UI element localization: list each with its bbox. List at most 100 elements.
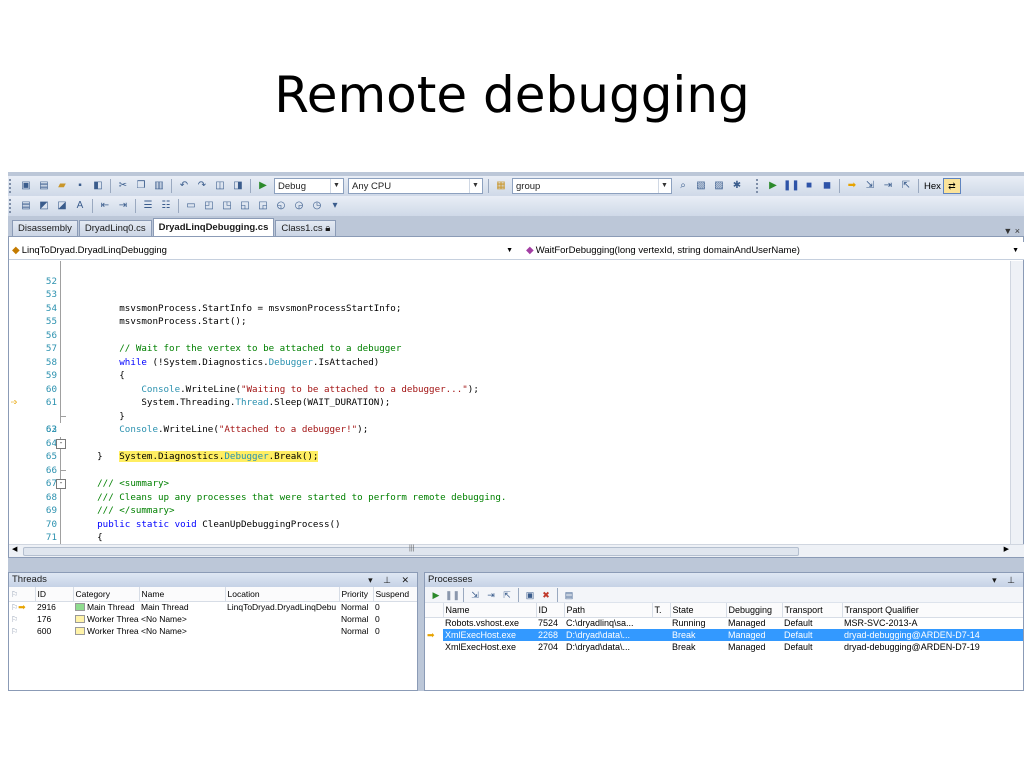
step-over-process-icon[interactable]: ⇥ — [487, 589, 495, 600]
parameter-info-icon[interactable]: ◩ — [39, 200, 49, 211]
column-header-id[interactable]: ID — [536, 603, 565, 618]
thread-flag-cell[interactable]: ⚐➡ — [9, 601, 35, 613]
detach-process-icon[interactable]: ✖ — [542, 589, 550, 600]
tab-dryadlinq0[interactable]: DryadLinq0.cs — [78, 220, 152, 236]
hexadecimal-display-button[interactable]: ⇄ — [942, 178, 961, 194]
process-row[interactable]: Robots.vshost.exe 7524 C:\dryadlinq\sa..… — [425, 617, 1023, 629]
uncomment-icon[interactable]: ☷ — [161, 200, 171, 211]
previous-bookmark-in-folder-icon[interactable]: ◱ — [240, 200, 250, 211]
toolbox-icon[interactable]: ✱ — [732, 180, 742, 191]
column-header-current[interactable] — [425, 603, 444, 618]
restart-icon[interactable]: ◼ — [822, 180, 832, 191]
toolbar-grip[interactable] — [9, 179, 14, 193]
save-icon[interactable]: ▪ — [78, 180, 82, 191]
step-out-icon[interactable]: ⇱ — [901, 180, 911, 191]
collapse-toggle[interactable] — [56, 477, 70, 491]
platform-combo[interactable]: Any CPU ▼ — [348, 178, 483, 194]
column-header-name[interactable]: Name — [139, 587, 226, 602]
properties-icon[interactable]: ▨ — [714, 180, 724, 191]
column-header-debugging[interactable]: Debugging — [726, 603, 783, 618]
comment-out-icon[interactable]: ☰ — [143, 200, 153, 211]
previous-bookmark-icon[interactable]: ◰ — [204, 200, 214, 211]
step-into-icon[interactable]: ⇲ — [865, 180, 875, 191]
step-out-process-icon[interactable]: ⇱ — [503, 589, 511, 600]
find-icon[interactable]: ⌕ — [680, 180, 686, 191]
break-process-icon[interactable]: ❚❚ — [445, 589, 461, 600]
step-into-process-icon[interactable]: ⇲ — [471, 589, 479, 600]
thread-row[interactable]: ⚐ 600 Worker Thread <No Name> Normal 0 — [9, 625, 417, 637]
column-header-title[interactable]: T. — [652, 603, 671, 618]
copy-icon[interactable]: ❐ — [136, 180, 146, 191]
undo-icon[interactable]: ↶ — [179, 180, 189, 191]
clear-bookmarks-icon[interactable]: ◷ — [312, 200, 322, 211]
navigate-backward-icon[interactable]: ◫ — [215, 180, 225, 191]
show-next-statement-icon[interactable]: ➡ — [847, 180, 857, 191]
redo-icon[interactable]: ↷ — [197, 180, 207, 191]
column-header-path[interactable]: Path — [564, 603, 653, 618]
type-combo[interactable]: ◆ LinqToDryad.DryadLinqDebugging ▼ — [9, 243, 517, 259]
active-files-dropdown[interactable]: ▼ × — [1003, 226, 1020, 236]
code-area[interactable]: 52 msvsmonProcess.StartInfo = msvsmonPro… — [9, 261, 1011, 544]
member-combo[interactable]: ◆ WaitForDebugging(long vertexId, string… — [523, 243, 1023, 259]
column-header-transport-qualifier[interactable]: Transport Qualifier — [842, 603, 1023, 618]
column-header-suspend[interactable]: Suspend — [373, 587, 417, 602]
collapse-toggle[interactable] — [56, 436, 70, 450]
toolbar-grip[interactable] — [9, 199, 14, 213]
editor-vertical-scrollbar[interactable] — [1010, 261, 1023, 544]
quick-info-icon[interactable]: ◪ — [57, 200, 67, 211]
continue-icon[interactable]: ▶ — [769, 180, 777, 191]
column-header-category[interactable]: Category — [73, 587, 140, 602]
add-item-icon[interactable]: ▤ — [39, 180, 49, 191]
scroll-left-icon[interactable]: ◀ — [12, 546, 18, 553]
terminate-process-icon[interactable]: ▤ — [564, 589, 574, 600]
column-header-flag[interactable]: ⚐ — [9, 587, 36, 602]
column-header-name[interactable]: Name — [443, 603, 537, 618]
window-buttons[interactable]: ▾ ⊥ — [992, 575, 1019, 585]
column-header-state[interactable]: State — [670, 603, 727, 618]
previous-bookmark-in-document-icon[interactable]: ◵ — [276, 200, 286, 211]
new-project-icon[interactable]: ▣ — [21, 180, 31, 191]
next-bookmark-in-folder-icon[interactable]: ◲ — [258, 200, 268, 211]
tab-class1[interactable]: Class1.cs 🔒︎ — [275, 220, 337, 236]
next-bookmark-in-document-icon[interactable]: ◶ — [294, 200, 304, 211]
paste-icon[interactable]: ▥ — [154, 180, 164, 191]
word-completion-icon[interactable]: A — [76, 200, 84, 211]
navigate-forward-icon[interactable]: ◨ — [233, 180, 243, 191]
increase-indent-icon[interactable]: ⇥ — [118, 200, 128, 211]
code-editor[interactable]: ◆ LinqToDryad.DryadLinqDebugging ▼ ◆ Wai… — [8, 236, 1024, 558]
break-all-icon[interactable]: ❚❚ — [783, 180, 800, 191]
find-combo[interactable]: group ▼ — [512, 178, 672, 194]
tab-dryadlinqdebugging[interactable]: DryadLinqDebugging.cs — [152, 218, 275, 236]
thread-flag-cell[interactable]: ⚐ — [9, 625, 35, 637]
column-header-transport[interactable]: Transport — [782, 603, 843, 618]
stop-debugging-icon[interactable]: ■ — [805, 180, 813, 191]
start-debugging-icon[interactable]: ▶ — [259, 180, 267, 191]
display-object-member-list-icon[interactable]: ▤ — [21, 200, 31, 211]
save-all-icon[interactable]: ◧ — [93, 180, 103, 191]
column-header-location[interactable]: Location — [225, 587, 340, 602]
column-header-priority[interactable]: Priority — [339, 587, 374, 602]
thread-row[interactable]: ⚐➡ 2916 Main Thread Main Thread LinqToDr… — [9, 601, 417, 613]
thread-flag-cell[interactable]: ⚐ — [9, 613, 35, 625]
solution-configuration-combo[interactable]: Debug ▼ — [274, 178, 344, 194]
continue-process-icon[interactable]: ▶ — [432, 589, 440, 600]
attach-to-process-icon[interactable]: ▣ — [525, 589, 535, 600]
step-over-icon[interactable]: ⇥ — [883, 180, 893, 191]
cut-icon[interactable]: ✂ — [118, 180, 128, 191]
process-row-selected[interactable]: ➡ XmlExecHost.exe 2268 D:\dryad\data\...… — [425, 629, 1023, 641]
decrease-indent-icon[interactable]: ⇤ — [100, 200, 110, 211]
toggle-bookmark-icon[interactable]: ▭ — [186, 200, 196, 211]
tab-disassembly[interactable]: Disassembly — [12, 220, 78, 236]
thread-row[interactable]: ⚐ 176 Worker Thread <No Name> Normal 0 — [9, 613, 417, 625]
find-in-files-icon[interactable]: ▦ — [496, 180, 506, 191]
solution-explorer-icon[interactable]: ▧ — [696, 180, 706, 191]
open-folder-icon[interactable]: ▰ — [58, 180, 66, 191]
toolbar-grip[interactable] — [756, 179, 761, 193]
toolbar-options-icon[interactable]: ▾ — [332, 200, 338, 211]
window-buttons[interactable]: ▾ ⊥ ✕ — [368, 575, 413, 585]
scroll-right-icon[interactable]: ▶ — [1003, 546, 1009, 553]
next-bookmark-icon[interactable]: ◳ — [222, 200, 232, 211]
scrollbar-thumb[interactable] — [23, 547, 799, 556]
process-row[interactable]: XmlExecHost.exe 2704 D:\dryad\data\... B… — [425, 641, 1023, 653]
editor-horizontal-scrollbar[interactable]: ◀ ||| ▶ — [9, 544, 1024, 557]
